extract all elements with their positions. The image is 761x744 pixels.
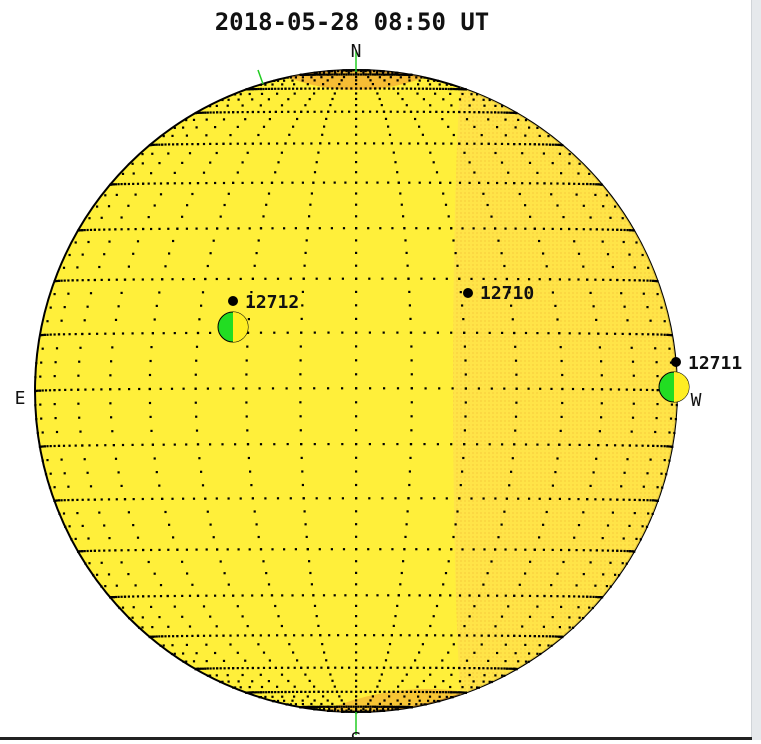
solar-disk — [34, 69, 679, 714]
south-label: S — [351, 729, 362, 740]
north-label: N — [351, 41, 362, 62]
region-dot — [228, 296, 238, 306]
region-label: 12711 — [688, 353, 742, 374]
bottom-border — [0, 737, 752, 740]
region-label: 12712 — [245, 292, 299, 313]
region-12712[interactable]: 12712 — [217, 292, 299, 343]
region-dot — [671, 357, 681, 367]
window-edge — [751, 0, 761, 740]
east-label: E — [15, 388, 26, 409]
region-label: 12710 — [480, 283, 534, 304]
sunspot-marker-half — [233, 312, 248, 342]
active-regions: 12712 12710 12711 — [217, 283, 742, 403]
region-12710[interactable]: 12710 — [463, 283, 534, 304]
rotation-axis-tick — [257, 69, 264, 85]
west-label: W — [691, 390, 702, 411]
sunspot-marker-half — [674, 372, 689, 402]
compass-labels: N E W S — [15, 41, 702, 744]
region-dot — [463, 288, 473, 298]
region-12711[interactable]: 12711 — [658, 353, 742, 403]
chart-title: 2018-05-28 08:50 UT — [215, 8, 490, 36]
